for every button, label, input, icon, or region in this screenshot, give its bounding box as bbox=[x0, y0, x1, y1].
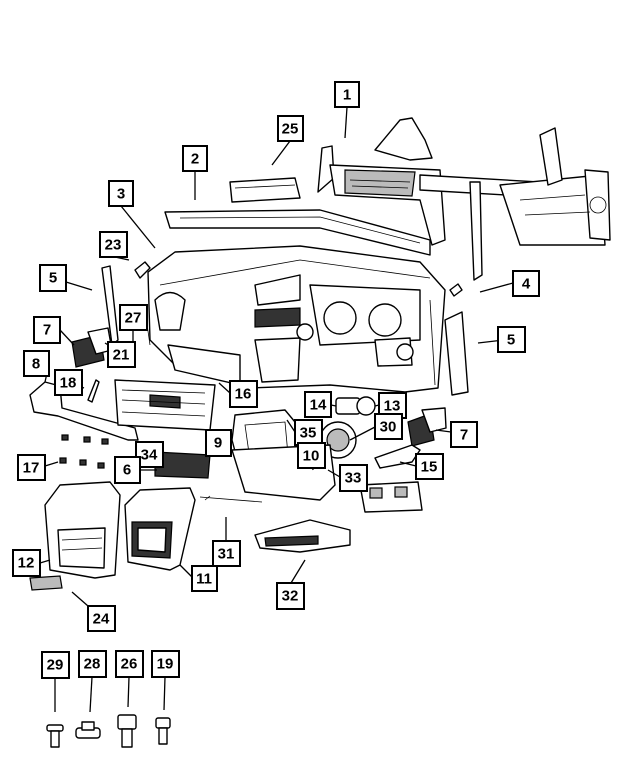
callout-18: 18 bbox=[54, 369, 83, 396]
callout-23: 23 bbox=[99, 231, 128, 258]
callout-28: 28 bbox=[78, 650, 107, 678]
bolt-26-part bbox=[117, 714, 137, 748]
glove-box-door-part bbox=[114, 379, 216, 431]
svg-text:24: 24 bbox=[93, 611, 110, 628]
svg-text:34: 34 bbox=[141, 447, 158, 464]
filler-panel-part bbox=[29, 575, 63, 591]
cross-car-beam-part bbox=[317, 117, 611, 281]
svg-text:7: 7 bbox=[43, 322, 51, 339]
callout-17: 17 bbox=[17, 454, 46, 481]
instrument-panel-main-part bbox=[144, 245, 446, 393]
bezel-right-part bbox=[374, 444, 421, 469]
side-vent-right-part bbox=[449, 283, 463, 297]
callout-11: 11 bbox=[191, 565, 218, 592]
svg-text:30: 30 bbox=[380, 419, 397, 436]
svg-text:2: 2 bbox=[191, 151, 199, 168]
svg-text:23: 23 bbox=[105, 237, 122, 254]
svg-text:18: 18 bbox=[60, 375, 77, 392]
outboard-vent-left-part bbox=[71, 327, 113, 368]
svg-text:10: 10 bbox=[303, 448, 320, 465]
svg-text:31: 31 bbox=[218, 546, 235, 563]
console-bracket-part bbox=[359, 481, 423, 513]
svg-text:19: 19 bbox=[157, 656, 174, 673]
svg-text:13: 13 bbox=[384, 398, 401, 415]
callout-12: 12 bbox=[12, 549, 41, 577]
svg-text:5: 5 bbox=[49, 270, 57, 287]
callout-33: 33 bbox=[339, 464, 368, 492]
callout-6: 6 bbox=[114, 456, 141, 484]
callout-4: 4 bbox=[512, 270, 540, 297]
callout-5-right: 5 bbox=[497, 326, 526, 353]
svg-text:7: 7 bbox=[460, 427, 468, 444]
top-cover-part bbox=[229, 177, 301, 203]
svg-text:6: 6 bbox=[123, 462, 131, 479]
callout-21: 21 bbox=[107, 341, 136, 368]
callout-15: 15 bbox=[415, 453, 444, 480]
svg-text:12: 12 bbox=[18, 555, 35, 572]
end-cap-right-part bbox=[444, 311, 469, 396]
svg-text:15: 15 bbox=[421, 459, 438, 476]
svg-text:26: 26 bbox=[121, 656, 138, 673]
part-illustrations bbox=[29, 117, 611, 748]
center-stack-bezel-left-part bbox=[44, 481, 121, 579]
svg-text:14: 14 bbox=[310, 397, 327, 414]
bracket-rod-part bbox=[199, 495, 263, 503]
callout-14: 14 bbox=[304, 391, 332, 418]
nut-28-part bbox=[75, 721, 101, 739]
svg-text:21: 21 bbox=[113, 347, 130, 364]
center-stack-bezel-right-part bbox=[124, 487, 196, 571]
side-vent-left-part bbox=[134, 261, 151, 279]
callout-32: 32 bbox=[276, 582, 305, 610]
lower-trim-panel-part bbox=[254, 519, 351, 553]
callout-35: 35 bbox=[294, 419, 323, 446]
bolt-19-part bbox=[155, 717, 171, 745]
svg-text:17: 17 bbox=[23, 460, 40, 477]
callout-16: 16 bbox=[229, 380, 258, 408]
callout-7-left: 7 bbox=[33, 316, 61, 344]
callout-19: 19 bbox=[151, 650, 180, 678]
bracket-part bbox=[87, 379, 100, 403]
svg-text:25: 25 bbox=[282, 121, 299, 138]
callout-10: 10 bbox=[297, 442, 326, 469]
end-cap-left-part bbox=[101, 265, 119, 346]
callout-25: 25 bbox=[277, 115, 304, 142]
screw-29-part bbox=[46, 724, 64, 748]
svg-text:33: 33 bbox=[345, 470, 362, 487]
callout-5-left: 5 bbox=[39, 264, 67, 292]
svg-text:3: 3 bbox=[117, 186, 125, 203]
svg-text:35: 35 bbox=[300, 425, 317, 442]
clips-part bbox=[59, 434, 109, 469]
svg-text:9: 9 bbox=[214, 435, 222, 452]
svg-text:29: 29 bbox=[47, 657, 64, 674]
svg-text:5: 5 bbox=[507, 332, 515, 349]
callout-26: 26 bbox=[115, 650, 144, 678]
svg-text:16: 16 bbox=[235, 386, 252, 403]
svg-text:32: 32 bbox=[282, 588, 299, 605]
callout-7-right: 7 bbox=[450, 421, 478, 448]
svg-text:11: 11 bbox=[196, 571, 212, 588]
svg-text:4: 4 bbox=[522, 276, 531, 293]
callout-9: 9 bbox=[205, 429, 232, 457]
callout-30: 30 bbox=[374, 413, 403, 440]
callout-2: 2 bbox=[182, 145, 208, 172]
callout-24: 24 bbox=[87, 605, 116, 632]
callout-3: 3 bbox=[108, 180, 134, 207]
callout-29: 29 bbox=[41, 651, 70, 679]
ring-part bbox=[356, 396, 376, 416]
svg-text:8: 8 bbox=[32, 356, 40, 373]
defroster-panel-part bbox=[164, 209, 431, 256]
svg-text:28: 28 bbox=[84, 656, 101, 673]
callout-8: 8 bbox=[23, 350, 50, 377]
bezel-left-part bbox=[29, 381, 139, 441]
svg-text:1: 1 bbox=[343, 87, 351, 104]
callout-31: 31 bbox=[212, 540, 241, 567]
outboard-vent-right-part bbox=[407, 407, 447, 447]
callout-27: 27 bbox=[119, 304, 148, 331]
callout-labels: 1 25 2 3 23 5 4 5 27 7 21 8 18 16 14 13 … bbox=[12, 81, 540, 679]
svg-text:27: 27 bbox=[125, 310, 142, 327]
callout-1: 1 bbox=[334, 81, 360, 108]
